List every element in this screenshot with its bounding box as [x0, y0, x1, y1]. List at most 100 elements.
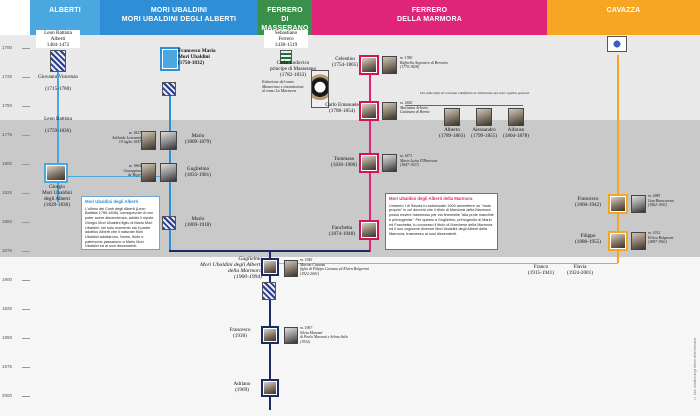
mori-coat-of-arms	[162, 82, 176, 96]
person-alessandro: Alessandro (1799-1855)	[471, 127, 497, 139]
marmora-crest	[311, 70, 329, 108]
person-carlo-emanuele: Carlo Emanuele (1788-1854)	[325, 102, 359, 114]
year-tick	[22, 77, 30, 78]
person-carlo-lodovico: Carlo Lodovico principe di Masserano (17…	[269, 60, 317, 78]
union-line	[169, 250, 370, 252]
spouse-francesco-cavazza: m. 1885 Lina Bianconcini (1862-1941)	[648, 194, 675, 208]
year-tick	[22, 222, 30, 223]
year-label: 1900	[2, 277, 13, 282]
year-label: 1950	[2, 335, 13, 340]
portrait-mario	[160, 131, 177, 150]
person-giorgio: Giorgio Mori Ubaldini degli Alberti (182…	[42, 184, 72, 208]
person-leon-battista-alberti-1404: Leon Battista Alberti 1404-1472	[36, 30, 80, 48]
portrait-celestino	[359, 55, 379, 75]
portrait-francesco-maria	[160, 47, 180, 71]
spouse-carlo-emanuele: m. 1820 Marianna Arborio Gattinara di Br…	[400, 101, 430, 115]
band-bottom	[0, 257, 700, 416]
header-alberti: ALBERTI	[30, 0, 100, 35]
masserano-extinction-note: Estinzione del ramo Masserano e trasmiss…	[262, 79, 304, 94]
year-tick	[22, 251, 30, 252]
person-guglielmo-della-marmora: Guglielmo Mori Ubaldini degli Alberti de…	[200, 256, 262, 280]
portrait-alessandro	[476, 108, 492, 126]
marmora-note: Mori Ubaldini degli Alberti della Marmor…	[385, 193, 498, 250]
marmora-note-title: Mori Ubaldini degli Alberti della Marmor…	[389, 196, 473, 201]
portrait-francesco	[261, 326, 279, 344]
portrait-raffaella	[382, 56, 397, 74]
spouse-mario: m. 1827 Adelaide Lorenzini 10 luglio 184…	[112, 131, 141, 145]
brothers-note: Dei sedici figli di Celestino e Raffaell…	[420, 91, 530, 95]
year-label: 1775	[2, 132, 13, 137]
spouse-guglielmo: m. 1864 Giuseppina de Bojer	[123, 164, 141, 178]
year-label: 1800	[2, 161, 13, 166]
portrait-guglielmo-wife	[141, 163, 156, 182]
person-flavia: Flavia (1924-2001)	[567, 264, 593, 276]
year-label: 1725	[2, 74, 13, 79]
portrait-marina-cavazza	[284, 260, 298, 277]
alberti-note-title: Mori Ubaldini degli Alberti	[85, 199, 139, 204]
person-filippo: Filippo (1886-1955)	[575, 233, 601, 245]
cavazza-coat-of-arms	[607, 36, 627, 52]
year-label: 1700	[2, 45, 13, 50]
header-marmora: FERRERO DELLA MARMORA	[312, 0, 547, 35]
header-mori: MORI UBALDINI MORI UBALDINI DEGLI ALBERT…	[100, 0, 258, 35]
person-giovanni-vincenzo: Giovanni Vincenzo (1715-1788)	[37, 74, 79, 92]
person-francesco-cavazza: Francesco (1860-1942)	[575, 196, 601, 208]
year-tick	[22, 396, 30, 397]
main-coat-of-arms	[262, 282, 276, 300]
person-mario-2: Mario (1869-1918)	[185, 216, 211, 228]
portrait-filippo	[608, 231, 628, 251]
year-tick	[22, 48, 30, 49]
year-label: 1925	[2, 306, 13, 311]
year-tick	[22, 367, 30, 368]
portrait-mario-wife	[141, 131, 156, 150]
mori-coat-of-arms	[162, 216, 176, 230]
person-guglielmo: Guglielmo (1833-1901)	[185, 166, 211, 178]
alberti-coat-of-arms	[50, 50, 66, 72]
spouse-celestino: m. 1786 Raffaella Argentero di Bersezio …	[400, 56, 448, 70]
alberti-note: Mori Ubaldini degli Alberti L'ultimo dei…	[81, 196, 160, 250]
person-alberto: Alberto (1789-1863)	[439, 127, 465, 139]
portrait-elvira	[631, 232, 646, 250]
adoption-link	[57, 176, 169, 177]
portrait-maria-luisa	[382, 154, 397, 172]
person-francesco-maria: Francesco Maria Mori Ubaldini (1750-1832…	[178, 48, 216, 66]
person-alfonso: Alfonso (1804-1878)	[503, 127, 529, 139]
portrait-alberto	[444, 108, 460, 126]
person-leon-battista: Leon Battista (1759-1836)	[44, 116, 72, 134]
header-masserano: FERRERO DI MASSERANO	[258, 0, 312, 35]
person-fanchetta: Fanchetta (1874-1948)	[329, 225, 355, 237]
spouse-guglielmo-2: m. 1945 Marina Cavazza figlia di Filippo…	[300, 258, 369, 276]
portrait-francesco-cavazza	[608, 194, 628, 214]
portrait-tommaso	[359, 153, 379, 173]
marmora-note-text: Umberto I di Savoia fu autorizzato 1900 …	[389, 203, 494, 236]
portrait-fanchetta	[359, 220, 379, 240]
person-celestino: Celestino (1754-1805)	[332, 56, 358, 68]
year-label: 1750	[2, 103, 13, 108]
portrait-guglielmo	[160, 163, 177, 182]
year-tick	[22, 193, 30, 194]
side-credit: © Mori Ubaldini degli Alberti della Marm…	[693, 337, 697, 400]
spouse-francesco: m. 1967 Silvia Marzani di Paolo Marzani …	[300, 326, 348, 344]
cavazza-link	[269, 263, 618, 264]
portrait-carlo-emanuele	[359, 101, 379, 121]
alberti-line	[57, 72, 59, 202]
portrait-marianna	[382, 102, 397, 120]
header-cavazza: CAVAZZA	[547, 0, 700, 35]
band-top	[0, 35, 700, 120]
person-francesco: Francesco (1930)	[229, 327, 251, 339]
portrait-guglielmo-2	[261, 258, 279, 276]
year-tick	[22, 164, 30, 165]
year-tick	[22, 135, 30, 136]
person-sebastiano-ferrero: Sebastiano Ferrero 1438-1519	[264, 30, 308, 48]
brothers-line	[405, 105, 523, 106]
portrait-lina	[631, 195, 646, 213]
year-label: 2000	[2, 393, 13, 398]
masserano-coat-of-arms	[280, 50, 292, 64]
year-label: 1975	[2, 364, 13, 369]
cavazza-line	[617, 55, 619, 263]
year-tick	[22, 338, 30, 339]
year-tick	[22, 106, 30, 107]
spouse-tommaso: m. 1871 Maria Luisa D'Harcourt (1847-192…	[400, 154, 438, 168]
person-franco: Franco (1915-1941)	[528, 264, 554, 276]
portrait-giorgio	[44, 163, 68, 183]
